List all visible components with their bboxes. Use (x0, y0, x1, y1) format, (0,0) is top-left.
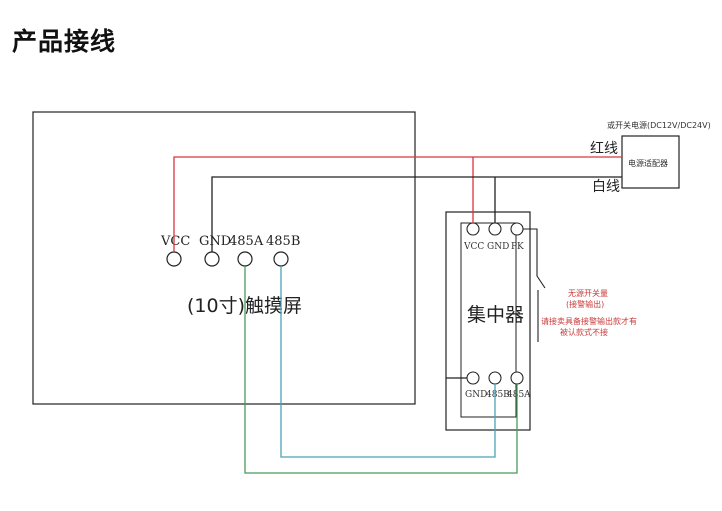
conc-terminal-gnd-label: GND (487, 242, 509, 252)
black-wire-gnd (211, 176, 622, 252)
annotation-line-3: 请接卖具备接警输出款才有 (541, 316, 637, 326)
conc-terminal-vcc (466, 222, 480, 236)
conc-terminal-gnd (488, 222, 502, 236)
touchscreen-box (32, 111, 416, 405)
ts-terminal-485a (237, 251, 253, 267)
conc-terminal-485b-label: 485B (486, 390, 510, 400)
annotation-line-4: 被认款式不接 (560, 327, 608, 337)
concentrator-box (445, 211, 531, 431)
concentrator-inner-box (460, 222, 517, 418)
red-wire-label: 红线 (590, 141, 618, 157)
annotation-line-2: (接警输出) (566, 299, 604, 309)
power-note: 或开关电源(DC12V/DC24V) (607, 120, 711, 130)
conc-terminal-485a-label: 485A (507, 390, 531, 400)
conc-terminal-485b (488, 371, 502, 385)
annotation-line-1: 无源开关量 (568, 288, 608, 298)
pk-output-line (523, 228, 546, 289)
blue-wire-485b (280, 266, 496, 458)
power-adapter-box (621, 135, 680, 189)
ts-terminal-vcc-label: VCC (160, 234, 190, 249)
conc-terminal-gnd-bottom (466, 371, 480, 385)
ts-terminal-vcc (166, 251, 182, 267)
page-title: 产品接线 (12, 27, 117, 56)
concentrator-label: 集中器 (467, 304, 524, 326)
ts-terminal-gnd (204, 251, 220, 267)
ts-terminal-485a-label: 485A (229, 234, 264, 249)
conc-terminal-gnd-bottom-label: GND (465, 390, 487, 400)
conc-terminal-485a (510, 371, 524, 385)
conc-terminal-vcc-label: VCC (463, 242, 484, 252)
white-wire-label: 白线 (592, 179, 620, 195)
power-adapter-label: 电源适配器 (628, 158, 668, 168)
conc-terminal-pk (510, 222, 524, 236)
green-wire-485a (244, 266, 518, 474)
ts-terminal-gnd-label: GND (199, 234, 231, 249)
ts-terminal-485b-label: 485B (266, 234, 300, 249)
conc-terminal-pk-label: PK (511, 242, 524, 252)
ts-terminal-485b (273, 251, 289, 267)
